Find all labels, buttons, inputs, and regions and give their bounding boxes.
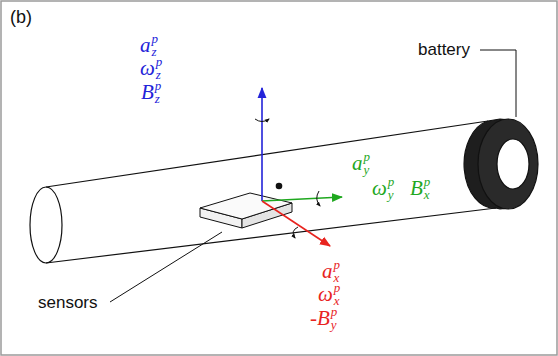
script-stack: pz [155,79,162,105]
signal-name: a [140,35,151,56]
script-stack: px [424,175,431,201]
superscript: p [155,79,162,92]
part-name: sensors [38,294,98,311]
signal-symbol: Bpx [410,175,430,201]
superscript: p [364,150,371,163]
leader-line [480,50,516,117]
subscript: y [388,188,395,201]
script-stack: py [364,150,371,176]
z-axis [261,88,263,201]
tube [30,121,496,263]
signal-symbol: ωpz [140,55,162,81]
rotation-arrow [255,119,269,122]
marker-dot [276,183,283,190]
signal-name: a [322,261,333,282]
sensor-box [200,193,292,228]
script-stack: py [388,175,395,201]
signal-name: -B [310,308,330,329]
script-stack: pz [156,55,163,81]
signal-symbol: -Bpy [310,305,337,331]
rotation-arrow [317,191,320,206]
part-name: battery [418,41,470,58]
signal-symbol: apz [140,32,158,58]
leader-line [110,232,222,302]
signal-symbol: ωpy [372,175,394,201]
signal-symbol: Bpz [141,79,161,105]
signal-name: B [141,82,154,103]
subscript: x [424,188,431,201]
panel-label: (b) [10,8,32,26]
script-stack: py [331,305,338,331]
subscript: z [155,92,162,105]
subscript: y [364,163,371,176]
signal-name: ω [318,284,333,305]
signal-name: ω [372,178,387,199]
superscript: p [388,175,395,188]
superscript: p [334,281,341,294]
signal-symbol: apy [352,150,370,176]
superscript: p [156,55,163,68]
y-axis [262,197,342,201]
battery-ring [464,119,538,209]
superscript: p [334,258,341,271]
rotation-arrow [293,227,298,238]
superscript: p [331,305,338,318]
signal-name: a [352,153,363,174]
signal-symbol: ωpx [318,281,340,307]
subscript: y [331,318,338,331]
superscript: p [152,32,159,45]
signal-name: ω [140,58,155,79]
superscript: p [424,175,431,188]
x-axis [262,201,330,246]
script-stack: px [334,281,341,307]
signal-name: B [410,178,423,199]
